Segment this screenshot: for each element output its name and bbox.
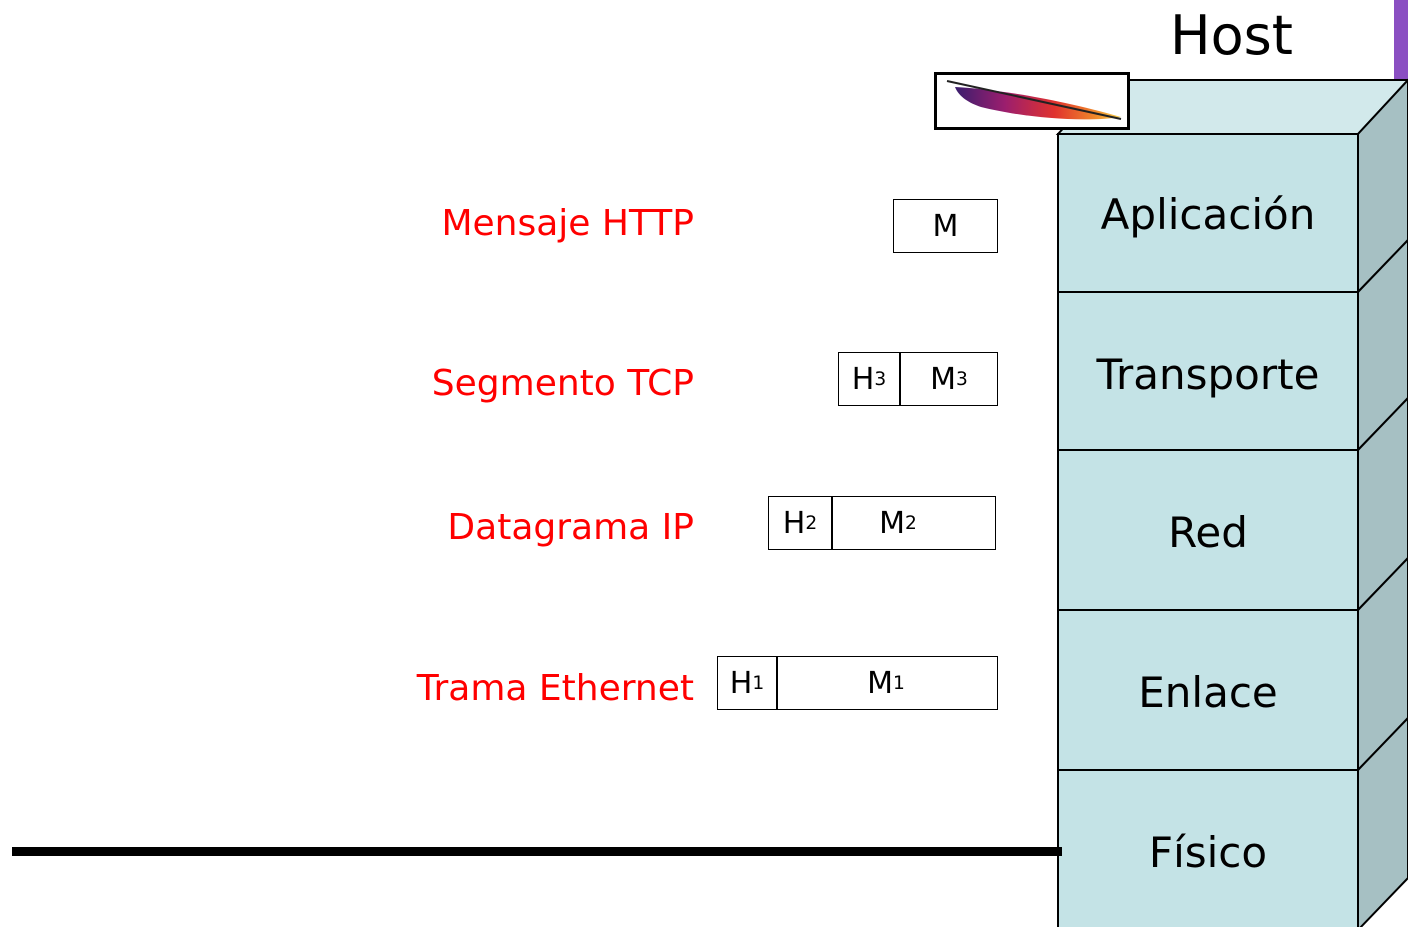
pdu-label-ethernet: Trama Ethernet [416,668,694,709]
payload-letter: M [879,505,906,541]
host-title: Host [1170,4,1293,67]
layer-red [1057,396,1408,613]
pdu-label-http: Mensaje HTTP [441,203,694,244]
header-subscript: 3 [874,368,887,390]
pdu-label-tcp: Segmento TCP [431,363,694,404]
cell-divider [899,353,901,405]
payload-letter: M [932,208,959,244]
payload-letter: M [867,665,894,701]
layer-label-red: Red [1168,508,1248,557]
header-letter: H [782,505,806,541]
payload-subscript: 2 [905,512,917,534]
payload-subscript: 3 [956,368,968,390]
cell-divider [776,657,778,709]
accent-tab [1394,0,1408,80]
physical-medium-line [12,847,1062,856]
layer-label-aplicacion: Aplicación [1100,190,1316,239]
layer-label-transporte: Transporte [1096,350,1320,399]
payload-subscript: 1 [893,672,905,694]
cell-divider [831,497,833,549]
payload-letter: M [930,361,957,397]
layer-aplicacion [1057,78,1408,295]
header-letter: H [851,361,875,397]
apache-feather-icon [934,72,1130,130]
layer-label-enlace: Enlace [1138,668,1278,717]
layer-fisico [1057,716,1408,927]
layer-label-fisico: Físico [1148,828,1268,877]
layer-enlace [1057,556,1408,773]
pdu-box-http: M [893,199,998,253]
payload-cell: M [894,200,997,252]
header-subscript: 2 [805,512,818,534]
pdu-label-ip: Datagrama IP [447,507,694,548]
header-subscript: 1 [752,672,765,694]
header-letter: H [729,665,753,701]
